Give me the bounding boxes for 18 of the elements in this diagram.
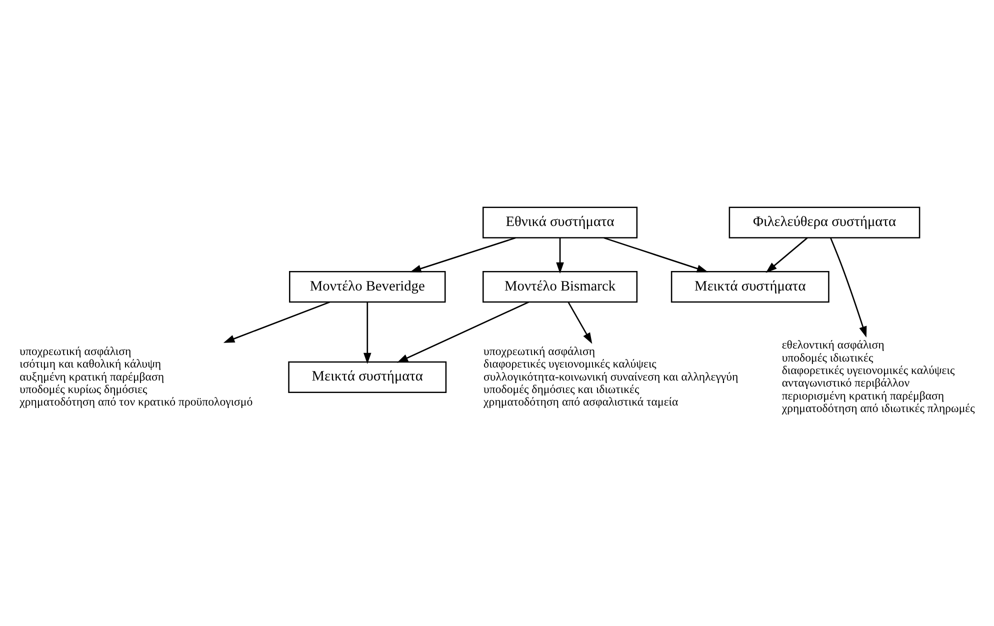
node-box: Φιλελεύθερα συστήματα: [728, 206, 920, 238]
arrow: [556, 238, 564, 274]
arrow: [396, 301, 528, 363]
arrow: [603, 237, 708, 272]
node-text: υποχρεωτική ασφάλιση διαφορετικές υγειονομικές καλύψεις συλλογικότητα-κοινωνική συναίνεση και αλληλεγγύη υποδομές δημόσιες και ιδιωτικές χρηματοδότηση από ασφαλιστικά ταμεία: [483, 344, 738, 409]
node-text: υποχρεωτική ασφάλιση ισότιμη και καθολική κάλυψη αυξημένη κρατική παρέμβαση υποδομές κυρίως δημόσιες χρηματοδότηση από τον κρατικό προϋπολογισμό: [19, 344, 252, 409]
node-box: Μοντέλο Beveridge: [288, 270, 446, 303]
arrow: [222, 301, 330, 343]
node-box: Εθνικά συστήματα: [482, 206, 638, 238]
arrow: [567, 302, 592, 344]
node-box: Μεικτά συστήματα: [670, 270, 829, 303]
node-text: εθελοντική ασφάλιση υποδομές ιδιωτικές διαφορετικές υγειονομικές καλύψεις ανταγωνιστικό περιβάλλον περιορισμένη κρατική παρέμβαση χρηματοδότηση από ιδιωτικές πληρωμές: [781, 338, 974, 416]
arrow: [409, 237, 516, 272]
arrow: [362, 302, 371, 364]
node-box: Μοντέλο Bismarck: [482, 270, 638, 303]
node-box: Μεικτά συστήματα: [288, 361, 446, 394]
arrow: [829, 238, 866, 338]
arrow: [765, 237, 808, 273]
